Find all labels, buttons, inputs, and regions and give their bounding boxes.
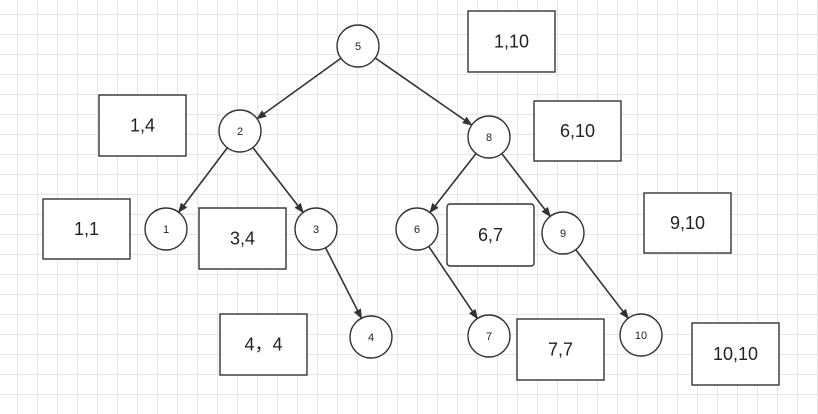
node-circle	[294, 207, 338, 251]
range-box-r8: 6,10	[533, 100, 622, 162]
tree-node-n5: 5	[336, 24, 380, 68]
node-circle	[541, 211, 585, 255]
range-label: 7,7	[548, 340, 573, 360]
node-label: 9	[560, 228, 566, 240]
range-label: 4，4	[244, 335, 282, 355]
range-box-border	[516, 318, 605, 381]
range-box-r7: 7,7	[516, 318, 605, 381]
edge-n8-n9	[501, 153, 551, 218]
node-label: 5	[355, 41, 361, 53]
node-label: 10	[635, 330, 647, 342]
range-label: 3,4	[230, 229, 255, 249]
range-box-border	[42, 198, 131, 260]
range-label: 6,10	[560, 121, 595, 141]
edge-n2-n1	[178, 147, 228, 214]
range-box-r4: 4，4	[219, 313, 308, 376]
tree-node-n6: 6	[395, 207, 439, 251]
edge-n2-n3	[252, 147, 304, 214]
node-circle	[336, 24, 380, 68]
range-box-r5: 1,10	[467, 10, 556, 73]
range-box-border	[98, 94, 187, 157]
node-circle	[467, 314, 511, 358]
node-circle	[395, 207, 439, 251]
tree-node-n10: 10	[619, 313, 663, 357]
node-label: 2	[237, 126, 243, 138]
node-label: 8	[486, 132, 492, 144]
node-label: 7	[486, 331, 492, 343]
range-label: 6,7	[478, 225, 503, 245]
node-circle	[349, 315, 393, 359]
range-box-border	[643, 192, 732, 254]
range-box-r10: 10,10	[691, 322, 780, 386]
tree-node-n8: 8	[467, 115, 511, 159]
node-label: 3	[313, 224, 319, 236]
node-circle	[144, 207, 188, 251]
range-box-r3: 3,4	[198, 207, 287, 270]
range-box-border	[533, 100, 622, 162]
tree-node-n3: 3	[294, 207, 338, 251]
tree-nodes: 5 2 8 1 3 6 9 4 7 10	[144, 24, 663, 359]
range-boxes: 1,10 1,4 6,10 1,1 3,4 6,7 9,10 4，4 7,7 10,10	[42, 10, 780, 386]
edge-n5-n8	[374, 57, 473, 126]
range-label: 1,10	[494, 32, 529, 52]
range-box-r2: 1,4	[98, 94, 187, 157]
tree-node-n1: 1	[144, 207, 188, 251]
node-circle	[619, 313, 663, 357]
edges	[178, 57, 629, 320]
edge-n8-n6	[429, 153, 477, 214]
node-circle	[467, 115, 511, 159]
range-label: 1,4	[130, 116, 155, 136]
tree-node-n2: 2	[218, 109, 262, 153]
range-box-border	[198, 207, 287, 270]
edge-n3-n4	[324, 247, 363, 320]
tree-node-n9: 9	[541, 211, 585, 255]
range-label: 10,10	[713, 344, 758, 364]
range-box-border	[446, 203, 535, 267]
range-box-r6: 6,7	[446, 203, 535, 267]
range-box-border	[219, 313, 308, 376]
range-label: 9,10	[670, 213, 705, 233]
edge-n5-n2	[256, 57, 342, 120]
node-label: 6	[414, 224, 420, 236]
edge-n6-n7	[428, 245, 478, 320]
tree-node-n4: 4	[349, 315, 393, 359]
range-box-r9: 9,10	[643, 192, 732, 254]
node-label: 4	[368, 332, 374, 344]
node-label: 1	[163, 224, 169, 236]
range-box-border	[691, 322, 780, 386]
range-label: 1,1	[74, 219, 99, 239]
tree-node-n7: 7	[467, 314, 511, 358]
node-circle	[218, 109, 262, 153]
range-box-r1: 1,1	[42, 198, 131, 260]
range-box-border	[467, 10, 556, 73]
edge-n9-n10	[575, 249, 629, 320]
